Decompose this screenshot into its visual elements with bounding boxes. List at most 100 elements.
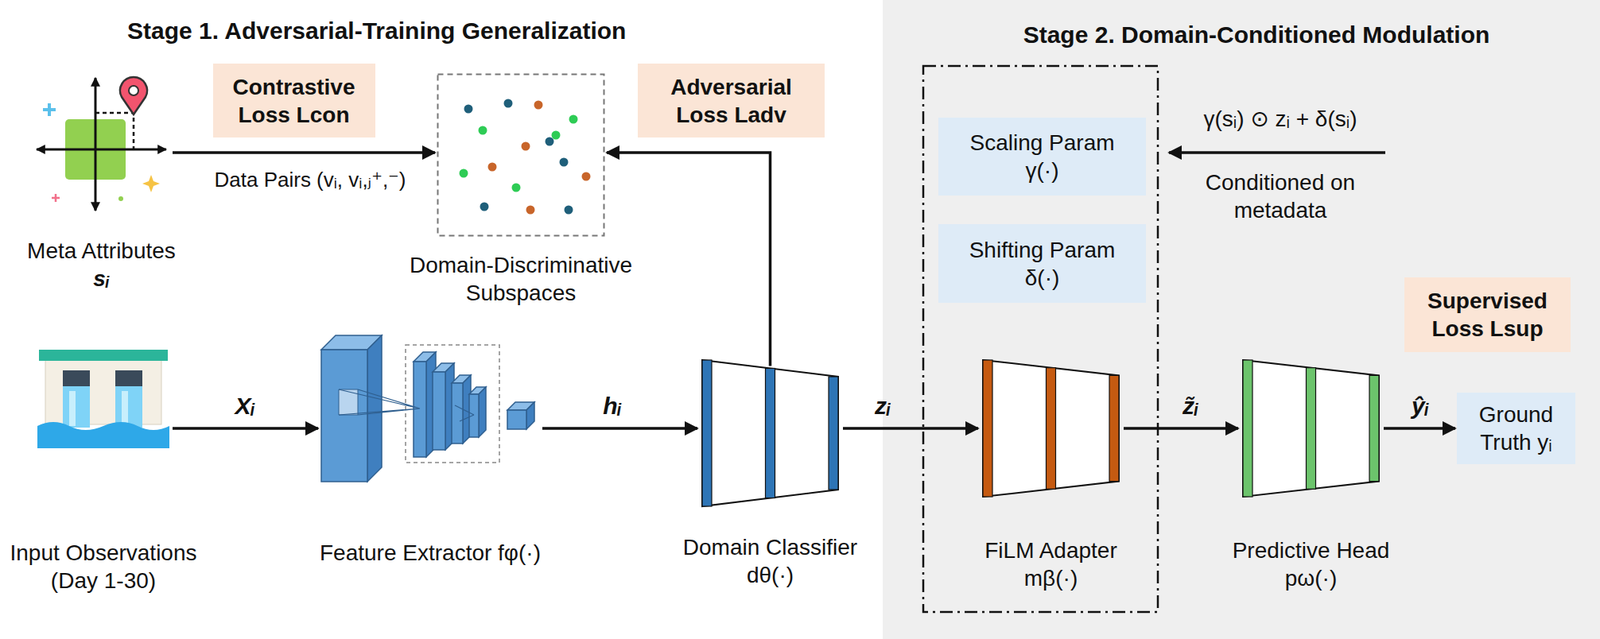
trapezoid-outline	[982, 360, 1119, 498]
water-line	[69, 391, 76, 427]
head-trapezoid-icon	[1239, 357, 1383, 501]
label-group: Input Observations (Day 1-30)	[0, 539, 223, 595]
loss-box: Adversarial Loss Ladv	[637, 63, 825, 138]
cnn-extractor: Feature Extractor fφ(·)	[319, 326, 541, 486]
layer-bar	[828, 376, 839, 490]
label-group: Domain Classifier dθ(·)	[668, 533, 872, 590]
layer-bar	[765, 368, 776, 498]
dam-icon: Input Observations (Day 1-30)	[35, 346, 171, 451]
embedding-dot	[582, 172, 591, 182]
flow-arrow	[172, 427, 319, 431]
annotation: γ(sᵢ) ⊙ zᵢ + δ(sᵢ)	[1161, 104, 1400, 133]
flow-arrow	[1123, 427, 1239, 431]
layer-face	[507, 410, 527, 430]
dam-top	[38, 349, 168, 362]
embedding-dot	[551, 131, 561, 140]
embedding-dot	[488, 163, 498, 172]
guide-dash	[95, 112, 134, 150]
layer-side	[478, 387, 486, 438]
node-label: Feature Extractor fφ(·)	[279, 539, 582, 567]
sparkle	[118, 196, 124, 202]
flow-arrow	[172, 151, 435, 155]
node-label: Meta Attributes	[0, 236, 206, 265]
embedding-dot	[478, 126, 488, 136]
layer-bar	[1306, 368, 1317, 490]
subspace-box: Domain-Discriminative Subspaces	[436, 73, 606, 237]
trapezoid-outline	[1242, 360, 1379, 498]
embedding-dot	[545, 137, 555, 147]
film-group-border	[923, 66, 1158, 613]
embedding-dot	[512, 183, 521, 193]
edge-label: z̃ᵢ	[1180, 392, 1201, 420]
layer-bar	[1242, 360, 1253, 498]
loss-box: Contrastive Loss Lcon	[213, 63, 376, 138]
flow-arrow	[1383, 427, 1456, 431]
trapezoid-outline	[702, 360, 839, 507]
sparkle	[51, 194, 60, 202]
water-fall	[62, 386, 90, 428]
projection-lines	[454, 405, 474, 422]
embedding-dot	[559, 158, 569, 167]
flow-arrow	[842, 427, 979, 431]
layer-side	[526, 402, 535, 430]
edge-label: Data Pairs (vᵢ, vᵢ,ⱼ⁺,⁻)	[212, 168, 409, 192]
node-label: Input Observations (Day 1-30)	[0, 539, 223, 595]
axis	[36, 148, 167, 152]
edge-label: ŷᵢ	[1409, 392, 1432, 420]
layer-side	[367, 335, 382, 482]
edge-label: hᵢ	[600, 392, 624, 420]
embedding-dot	[521, 142, 531, 152]
embedding-dot	[564, 205, 574, 215]
location-pin	[120, 77, 148, 115]
target-box: Ground Truth yᵢ	[1456, 392, 1576, 465]
node-label: FiLM Adapter mβ(·)	[965, 536, 1137, 593]
node-label: Domain Classifier dθ(·)	[668, 533, 872, 590]
dashed-frame	[405, 345, 500, 463]
layer-bar	[702, 360, 712, 507]
label-group: Predictive Head pω(·)	[1217, 536, 1405, 593]
dashed-border	[438, 74, 605, 237]
label-group: Domain-Discriminative Subspaces	[377, 251, 665, 307]
layer-face	[469, 394, 479, 438]
classifier-trapezoid-icon	[699, 357, 842, 510]
meta-attributes-icon	[31, 62, 171, 214]
cnn-extractor-icon	[319, 326, 541, 486]
stage-panel: Scaling Param γ(·) Shifting Param δ(·) Sup…	[882, 0, 1600, 639]
flow-arrow	[542, 427, 698, 431]
param-box: Scaling Param γ(·)	[938, 117, 1146, 196]
water-pool	[37, 422, 170, 449]
annotation: Conditioned on metadata	[1188, 168, 1372, 225]
condition-arrow	[1168, 151, 1386, 155]
meta-attributes: Meta Attributessᵢ	[31, 62, 171, 214]
layer-bar	[1109, 375, 1119, 482]
embedding-dot	[569, 115, 579, 125]
embedding-dot	[504, 99, 513, 109]
box-label: Shifting Param δ(·)	[959, 236, 1127, 292]
stage-title: Stage 2. Domain-Conditioned Modulation	[930, 20, 1583, 50]
embedding-dot	[480, 202, 490, 212]
box-label: Supervised Loss Lsup	[1413, 287, 1562, 343]
box-label: Contrastive Loss Lcon	[222, 73, 366, 129]
node-label: Domain-Discriminative Subspaces	[377, 251, 665, 307]
film-trapezoid-icon	[979, 357, 1123, 501]
water-line	[121, 391, 129, 427]
pin-hole	[128, 85, 139, 96]
axis	[94, 77, 98, 211]
box-label: Adversarial Loss Ladv	[652, 73, 812, 129]
label-group: FiLM Adapter mβ(·)	[965, 536, 1137, 593]
film-trapezoid: FiLM Adapter mβ(·)	[979, 357, 1123, 501]
stage-title: Stage 1. Adversarial-Training Generaliza…	[127, 15, 626, 47]
layer-bar	[982, 360, 993, 498]
dam-icon-icon	[35, 346, 171, 451]
label-group: Feature Extractor fφ(·)	[279, 539, 582, 567]
layer-face	[451, 383, 463, 444]
classifier-trapezoid: Domain Classifier dθ(·)	[699, 357, 842, 510]
label-group: Meta Attributessᵢ	[0, 236, 206, 293]
param-box: Shifting Param δ(·)	[938, 224, 1146, 303]
layer-bar	[1046, 368, 1057, 490]
embedding-dot	[526, 205, 536, 215]
stage-panel-ground	[882, 0, 1600, 639]
embedding-dot	[464, 104, 474, 114]
edge-label: Xᵢ	[232, 392, 257, 420]
node-label: Predictive Head pω(·)	[1217, 536, 1405, 593]
